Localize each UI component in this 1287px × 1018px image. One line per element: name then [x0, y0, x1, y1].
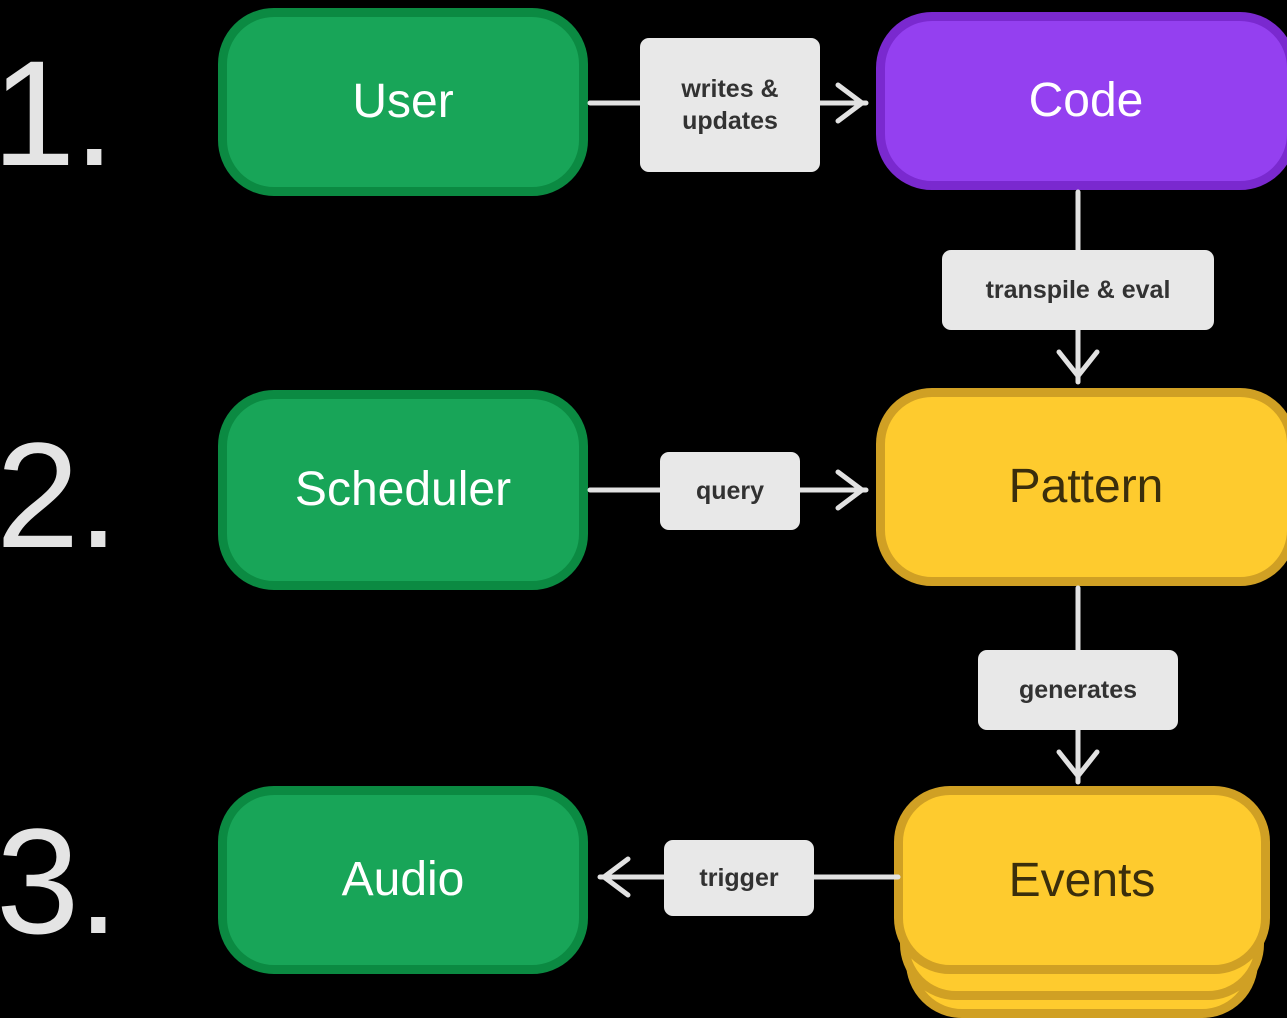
node-code[interactable]: Code — [876, 12, 1287, 190]
node-events-layer-front: Events — [894, 786, 1270, 974]
edge-label-generates: generates — [978, 650, 1178, 730]
node-scheduler[interactable]: Scheduler — [218, 390, 588, 590]
node-audio[interactable]: Audio — [218, 786, 588, 974]
step-number-1: 1. — [0, 29, 115, 197]
edge-label-query: query — [660, 452, 800, 530]
node-events[interactable]: Events — [894, 786, 1270, 1018]
node-pattern[interactable]: Pattern — [876, 388, 1287, 586]
edge-label-writes-updates: writes & updates — [640, 38, 820, 172]
node-user[interactable]: User — [218, 8, 588, 196]
step-number-3: 3. — [0, 797, 119, 965]
step-number-2: 2. — [0, 411, 119, 579]
edge-label-trigger: trigger — [664, 840, 814, 916]
edge-label-transpile-eval: transpile & eval — [942, 250, 1214, 330]
